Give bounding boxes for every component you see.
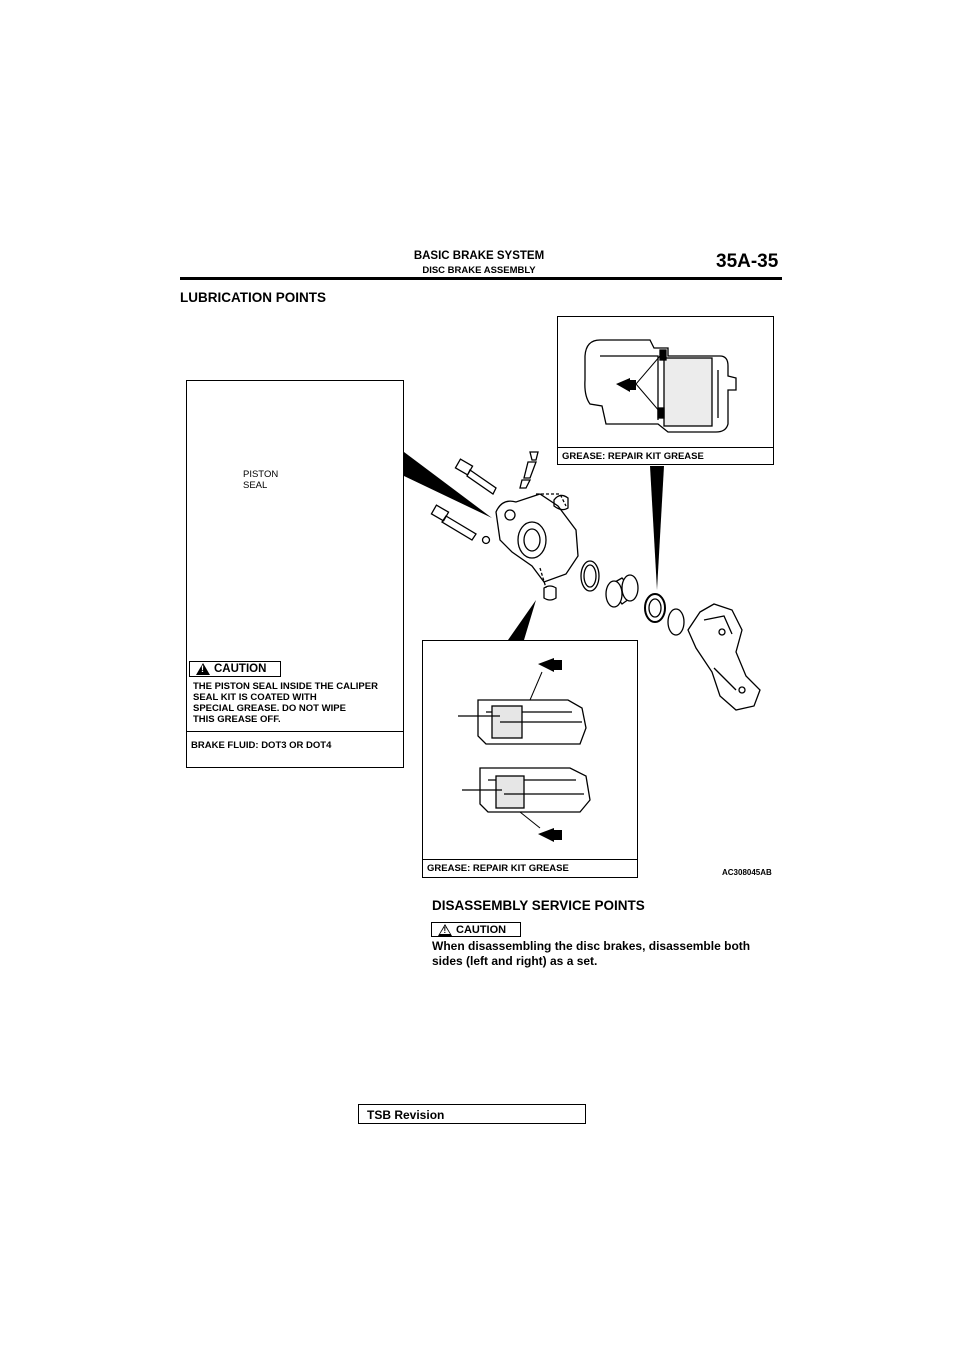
piston-seal-ring — [580, 560, 600, 592]
pin-boot-top — [553, 494, 569, 511]
figure-code: AC308045AB — [722, 868, 772, 877]
tsb-revision-box: TSB Revision — [358, 1104, 586, 1124]
disassembly-caution-badge: CAUTION — [431, 922, 521, 937]
dust-boot — [644, 593, 666, 623]
left-leader-wedge — [404, 452, 492, 518]
snap-ring — [667, 608, 685, 636]
bottom-caliper-lower-drawing — [462, 767, 591, 829]
right-leader-wedge — [650, 466, 664, 590]
warning-triangle-icon — [438, 923, 452, 936]
bottom-leader-wedge — [508, 600, 536, 640]
pin-boot-bottom — [543, 585, 557, 601]
caliper-body — [495, 493, 579, 589]
page-code: 35A-35 — [716, 251, 779, 272]
brake-fluid-label: BRAKE FLUID: DOT3 OR DOT4 — [191, 740, 332, 751]
grease-gun-icon-bottom-low — [538, 828, 562, 842]
guide-pin-lower — [430, 504, 477, 541]
exploded-view — [430, 451, 761, 711]
top-right-panel-divider — [558, 447, 773, 448]
caliper-bracket — [687, 603, 761, 711]
piston-part — [605, 574, 639, 608]
guide-pin-upper — [454, 458, 497, 495]
disassembly-heading: DISASSEMBLY SERVICE POINTS — [432, 898, 645, 913]
bottom-grease-label: GREASE: REPAIR KIT GREASE — [427, 863, 569, 874]
disassembly-body: When disassembling the disc brakes, disa… — [432, 939, 751, 968]
bottom-panel-divider — [423, 859, 637, 860]
left-lubrication-panel: PISTON SEAL CAUTION THE PISTON SEAL INSI… — [186, 380, 404, 768]
left-caution-text: THE PISTON SEAL INSIDE THE CALIPER SEAL … — [193, 681, 378, 725]
bottom-caliper-upper-drawing — [458, 671, 587, 745]
header-rule — [180, 277, 782, 280]
subsection-title: DISC BRAKE ASSEMBLY — [422, 265, 536, 276]
grease-gun-icon-top — [616, 378, 636, 392]
top-right-grease-label: GREASE: REPAIR KIT GREASE — [562, 451, 704, 462]
left-caution-badge: CAUTION — [189, 661, 281, 677]
section-title: BASIC BRAKE SYSTEM — [413, 250, 545, 262]
left-panel-divider — [187, 731, 403, 732]
grease-gun-icon-bottom-top — [538, 658, 562, 672]
lubrication-heading: LUBRICATION POINTS — [180, 290, 326, 305]
bleeder-screw — [519, 451, 539, 489]
top-right-lubrication-panel: GREASE: REPAIR KIT GREASE — [557, 316, 774, 465]
top-right-caliper-drawing — [584, 339, 737, 433]
piston-seal-callout: PISTON SEAL — [243, 469, 279, 491]
warning-triangle-icon — [196, 663, 210, 675]
bottom-lubrication-panel: GREASE: REPAIR KIT GREASE — [422, 640, 638, 878]
